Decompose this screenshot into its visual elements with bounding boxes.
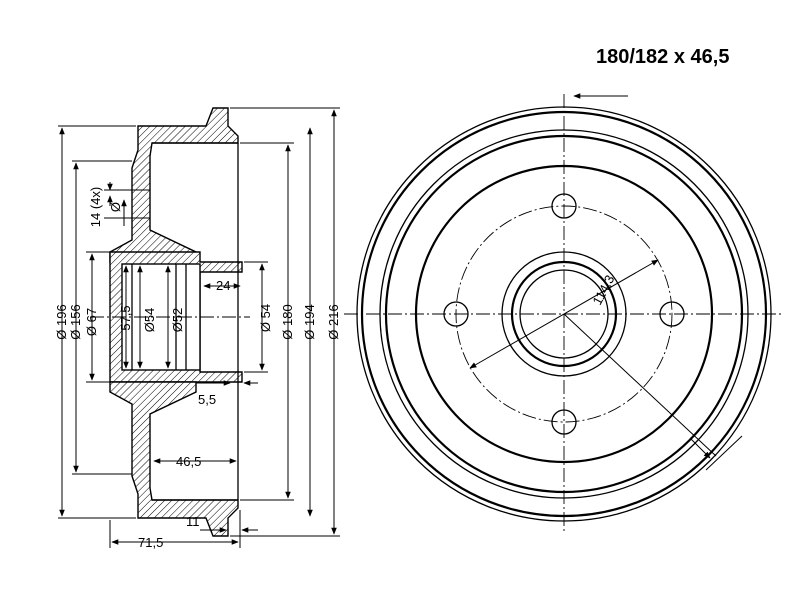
side-extension-lines <box>58 107 340 548</box>
side-dimension-labels: Ø 196 Ø 156 Ø 67 57,5 Ø54 Ø52 Ø 54 Ø 180… <box>54 187 341 550</box>
dim-d194: Ø 194 <box>302 304 317 339</box>
dim-d156: Ø 156 <box>68 304 83 339</box>
lower-drum-wall <box>109 381 239 537</box>
dim-d196: Ø 196 <box>54 304 69 339</box>
dim-holes: 14 (4x) <box>88 187 103 227</box>
dim-d216: Ø 216 <box>326 304 341 339</box>
pcd-label: 114,3 <box>589 272 617 307</box>
dim-w5-5: 5,5 <box>198 392 216 407</box>
dim-w46-5: 46,5 <box>176 454 201 469</box>
dim-w24: 24 <box>216 278 230 293</box>
dim-hole-dia: Ø <box>108 202 123 212</box>
side-dimension-lines <box>59 109 337 545</box>
dim-d57-5: 57,5 <box>118 305 133 330</box>
dim-w71-5: 71,5 <box>138 535 163 550</box>
front-view: 114,3 <box>344 93 784 534</box>
dim-d180: Ø 180 <box>280 304 295 339</box>
dim-d54: Ø 54 <box>258 304 273 332</box>
dim-d54-inner: Ø54 <box>142 308 157 333</box>
dim-d67: Ø 67 <box>84 308 99 336</box>
upper-drum-wall <box>109 107 239 263</box>
section-view <box>90 107 250 537</box>
dim-w11: 11 <box>186 514 200 529</box>
drawing-title: 180/182 x 46,5 <box>596 46 729 68</box>
dim-d52: Ø52 <box>170 308 185 333</box>
